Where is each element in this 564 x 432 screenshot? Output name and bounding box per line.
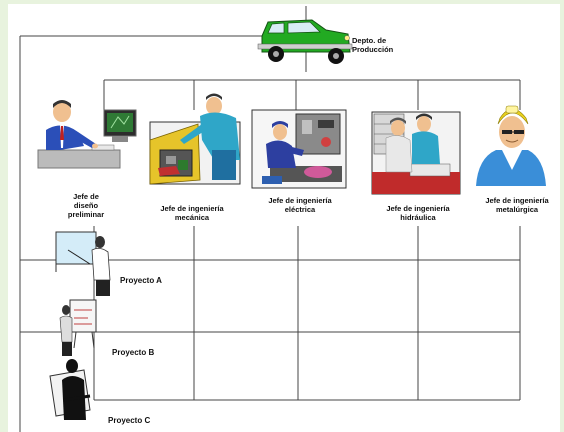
designer-at-computer-icon [37,100,137,169]
matrix-grid [20,226,521,401]
top-node-label: Depto. de Producción [352,36,394,54]
presenter-at-easel-icon [59,299,97,356]
manager-label-diseno: Jefe de diseño preliminar [67,192,105,219]
mechanic-at-engine-icon [149,93,241,185]
miner-with-helmet-icon [476,105,546,186]
presenter-pointing-icon [55,231,111,296]
chart-background [8,4,560,432]
manager-label-mecanica: Jefe de ingeniería mecánica [160,204,224,222]
electrician-at-panel-icon [251,109,347,189]
car-icon [257,19,353,64]
project-label-a: Proyecto A [120,276,162,285]
manager-label-metalurgica: Jefe de ingeniería metalúrgica [485,196,549,214]
presenter-with-board-icon [49,359,91,420]
hydraulic-engineers-icon [371,111,461,195]
manager-label-electrica: Jefe de ingeniería eléctrica [268,196,332,214]
connector-lines [19,6,521,432]
project-label-b: Proyecto B [112,348,155,357]
project-label-c: Proyecto C [108,416,151,425]
manager-label-hidraulica: Jefe de ingeniería hidráulica [386,204,450,222]
